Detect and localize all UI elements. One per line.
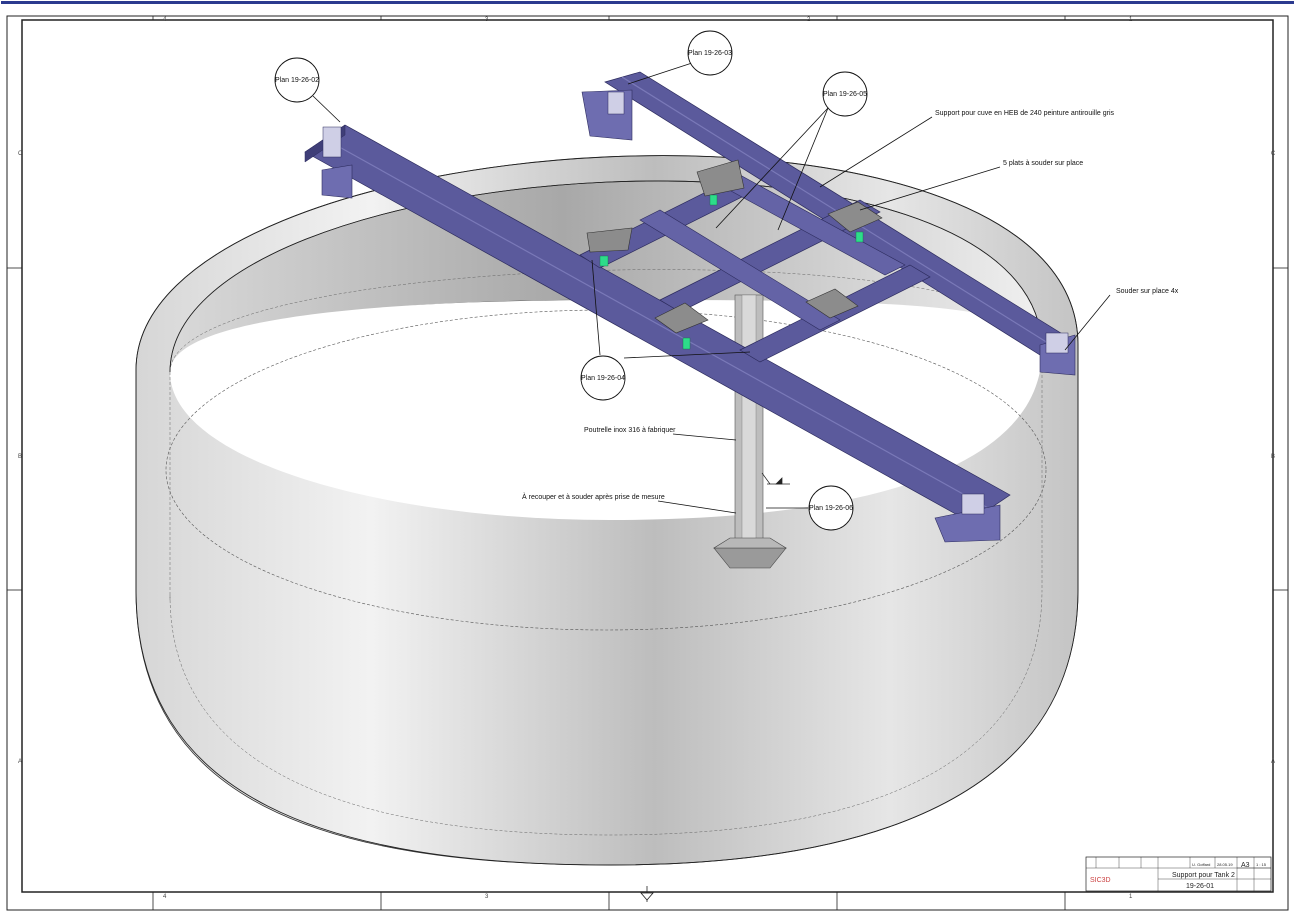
annotation-weld: Souder sur place 4x [1116,288,1179,295]
leader-lines [312,62,1111,514]
zone-col-4-bottom: 4 [163,894,167,900]
callout-plan-03: Plan 19-26-03 [687,30,733,76]
zone-row-c-right: C [1271,151,1276,157]
inner-frame [21,19,1274,893]
weld-symbol [761,472,790,485]
center-mark [640,886,654,902]
title-block: U. Goffard 28.05.19 A3 1 : 15 Support po… [1085,856,1272,892]
title-block-drawn-by: U. Goffard [1192,862,1210,867]
callout-plan-05-label: Plan 19-26-05 [823,91,867,98]
zone-row-a-left: A [18,759,22,765]
zone-col-2-top: 2 [807,17,811,23]
title-block-format: A3 [1241,862,1250,869]
callout-plan-02: Plan 19-26-02 [274,57,320,103]
annotation-plates: 5 plats à souder sur place [1003,160,1083,167]
annotation-cut: À recouper et à souder après prise de me… [522,492,665,501]
callout-plan-02-label: Plan 19-26-02 [275,77,319,84]
zone-col-4-top: 4 [163,17,167,23]
annotation-beam: Poutrelle inox 316 à fabriquer [584,427,676,434]
zone-col-3-top: 3 [485,17,489,23]
zone-col-1-bottom: 1 [1129,894,1133,900]
sheet-top-edge [1,1,1294,4]
callout-plan-04-label: Plan 19-26-04 [581,375,625,382]
zone-labels: 4 3 2 1 4 3 1 C B A C B A [18,17,1276,900]
gussets [599,194,864,350]
callout-plan-05: Plan 19-26-05 [822,71,868,117]
zone-col-1-top: 1 [1129,17,1133,23]
title-block-date: 28.05.19 [1217,862,1233,867]
outer-frame [6,15,1289,911]
zone-row-b-left: B [18,454,22,460]
callout-plan-04: Plan 19-26-04 [580,355,626,401]
zone-col-3-bottom: 3 [485,894,489,900]
support-plates [586,159,883,334]
title-block-scale: 1 : 15 [1256,862,1267,867]
title-block-logo: SIC3D [1090,877,1111,884]
title-block-number: 19-26-01 [1186,883,1214,890]
title-block-title: Support pour Tank 2 [1172,872,1235,879]
annotation-support: Support pour cuve en HEB de 240 peinture… [935,110,1114,117]
zone-row-b-right: B [1271,454,1275,460]
zone-grid [7,16,1288,910]
callout-plan-03-label: Plan 19-26-03 [688,50,732,57]
zone-row-a-right: A [1271,759,1275,765]
zone-row-c-left: C [18,151,23,157]
callout-plan-06-label: Plan 19-26-06 [809,505,853,512]
callout-plan-06: Plan 19-26-06 [808,485,854,531]
